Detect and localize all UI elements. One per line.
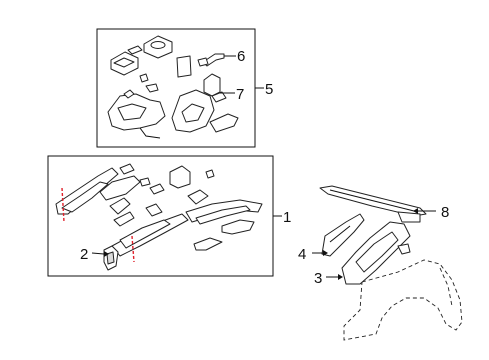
side-rail-right bbox=[185, 199, 263, 225]
upper-bracket-small-parts bbox=[110, 35, 173, 93]
hood-hinge-rail-8 bbox=[319, 185, 427, 223]
callout-8: 8 bbox=[441, 204, 449, 221]
bracket-2 bbox=[103, 245, 119, 271]
callout-2-leader bbox=[91, 252, 105, 255]
callout-7: 7 bbox=[236, 86, 244, 103]
callout-2-arrow bbox=[104, 251, 109, 257]
fender-outline bbox=[343, 259, 463, 341]
cut-mark-left bbox=[61, 187, 65, 223]
left-wheelhouse-reinforcement bbox=[107, 89, 166, 139]
callout-4: 4 bbox=[298, 246, 306, 263]
callout-6: 6 bbox=[237, 48, 245, 65]
callout-5: 5 bbox=[265, 81, 273, 98]
cut-mark-lower bbox=[131, 235, 135, 263]
apron-rail-3 bbox=[341, 221, 411, 285]
callout-4-arrow bbox=[323, 250, 328, 256]
rail-bracket-6 bbox=[197, 53, 225, 67]
upper-assembly-group bbox=[96, 28, 256, 148]
small-plate bbox=[176, 55, 192, 78]
fender-area bbox=[319, 185, 463, 341]
fender-inner-line bbox=[439, 267, 453, 307]
callout-3: 3 bbox=[314, 270, 322, 287]
rail-extension bbox=[99, 163, 141, 201]
lower-cross-member bbox=[193, 219, 255, 251]
small-brackets-cluster bbox=[139, 165, 215, 217]
right-wheelhouse-reinforcement bbox=[171, 89, 239, 133]
callout-3-arrow bbox=[338, 274, 343, 280]
lower-assembly-group bbox=[47, 155, 274, 277]
brace-assembly bbox=[109, 197, 135, 227]
callout-1: 1 bbox=[283, 209, 291, 226]
callout-8-arrow bbox=[413, 208, 418, 214]
callout-2: 2 bbox=[80, 246, 88, 263]
bracket-7 bbox=[203, 73, 227, 103]
front-frame-rail bbox=[55, 167, 119, 223]
lower-frame-rail bbox=[111, 213, 189, 263]
